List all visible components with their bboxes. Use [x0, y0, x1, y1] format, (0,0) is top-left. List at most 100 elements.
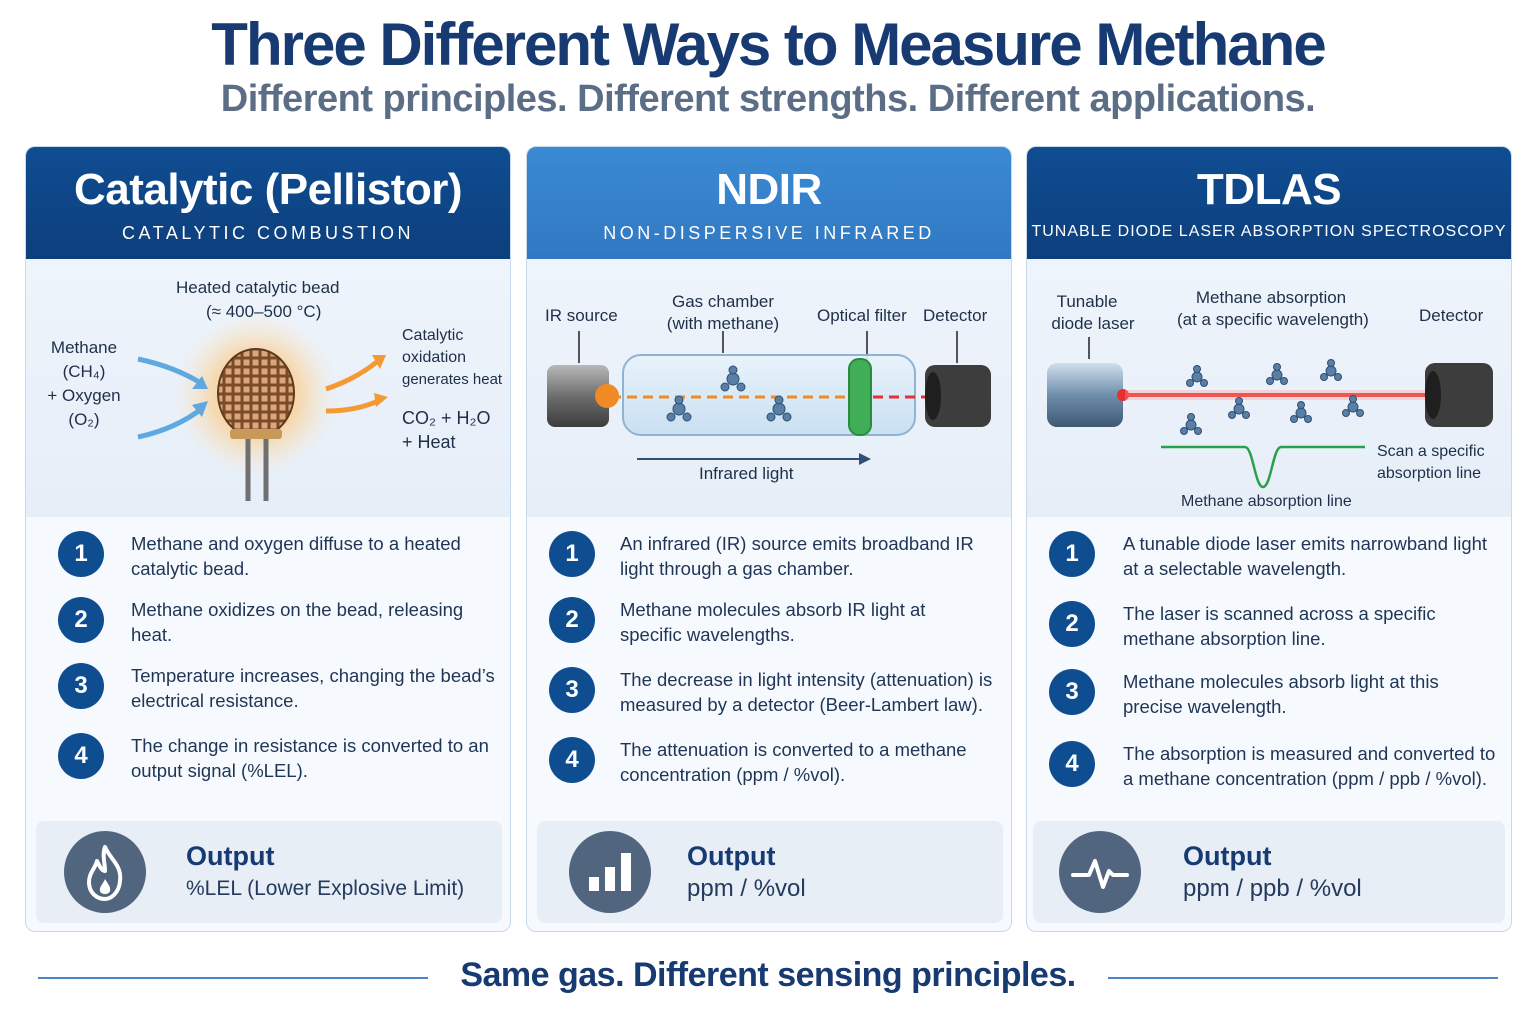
footer-divider-right — [1108, 977, 1498, 979]
step-number: 1 — [549, 531, 595, 577]
filter-label: Optical filter — [817, 306, 907, 325]
step-item: 3 Methane molecules absorb light at this… — [1027, 663, 1511, 723]
bead-temp-label: (≈ 400–500 °C) — [206, 302, 322, 321]
step-text: The decrease in light intensity (attenua… — [620, 669, 993, 715]
methane-molecules — [666, 365, 792, 422]
step-text: The laser is scanned across a specific m… — [1123, 603, 1436, 649]
output-arrow-bottom — [325, 398, 380, 414]
tdlas-illustration — [1047, 337, 1493, 489]
bead-label: Heated catalytic bead — [176, 278, 340, 297]
output-box: Output ppm / ppb / %vol — [1033, 821, 1505, 923]
panel-tdlas: TDLAS TUNABLE DIODE LASER ABSORPTION SPE… — [1026, 146, 1512, 932]
panel-subtitle: CATALYTIC COMBUSTION — [121, 223, 414, 243]
flame-icon — [64, 831, 146, 913]
step-text: A tunable diode laser emits narrowband l… — [1123, 533, 1488, 579]
step-text: Temperature increases, changing the bead… — [131, 665, 495, 711]
step-item: 1 Methane and oxygen diffuse to a heated… — [26, 525, 510, 585]
step-number: 2 — [58, 597, 104, 643]
step-text: The change in resistance is converted to… — [131, 735, 489, 781]
step-number: 1 — [1049, 531, 1095, 577]
step-item: 1 An infrared (IR) source emits broadban… — [527, 525, 1011, 585]
step-number: 1 — [58, 531, 104, 577]
step-text: An infrared (IR) source emits broadband … — [620, 533, 974, 579]
catalytic-illustration — [137, 312, 388, 501]
panel-catalytic: Catalytic (Pellistor) CATALYTIC COMBUSTI… — [25, 146, 511, 932]
output-box: Output %LEL (Lower Explosive Limit) — [36, 821, 502, 923]
step-item: 2 The laser is scanned across a specific… — [1027, 595, 1511, 655]
step-item: 2 Methane oxidizes on the bead, releasin… — [26, 591, 510, 651]
step-number: 4 — [58, 733, 104, 779]
output-value: %LEL (Lower Explosive Limit) — [186, 877, 465, 900]
detector-label: Detector — [1419, 306, 1484, 325]
step-item: 4 The change in resistance is converted … — [26, 727, 510, 787]
oxidation-label-2: oxidation — [402, 349, 467, 366]
step-text: The attenuation is converted to a methan… — [620, 739, 967, 785]
output-box: Output ppm / %vol — [537, 821, 1003, 923]
step-item: 1 A tunable diode laser emits narrowband… — [1027, 525, 1511, 585]
catalytic-bead — [217, 348, 295, 438]
step-number: 3 — [1049, 669, 1095, 715]
step-number: 4 — [549, 737, 595, 783]
detector-label: Detector — [923, 306, 988, 325]
catalytic-diagram: Heated catalytic bead (≈ 400–500 °C) Met… — [26, 259, 510, 517]
output-value: ppm / %vol — [687, 875, 806, 902]
absorption-label-1: Methane absorption — [1195, 288, 1347, 307]
absorption-line-curve — [1161, 445, 1365, 489]
step-number: 2 — [1049, 601, 1095, 647]
ndir-illustration — [547, 331, 991, 465]
absorption-line-label: Methane absorption line — [1181, 493, 1352, 510]
panel-header: Catalytic (Pellistor) CATALYTIC COMBUSTI… — [26, 147, 510, 259]
panel-title: Catalytic (Pellistor) — [73, 165, 463, 214]
step-text: Methane and oxygen diffuse to a heated c… — [131, 533, 461, 579]
step-number: 3 — [549, 667, 595, 713]
tunable-laser — [1047, 363, 1123, 427]
step-text: Methane molecules absorb light at this p… — [1123, 671, 1439, 717]
ir-source — [547, 365, 609, 427]
page-subtitle: Different principles. Different strength… — [220, 78, 1316, 120]
footer-divider-left — [38, 977, 428, 979]
chamber-label-1: Gas chamber — [671, 292, 775, 311]
footer-tagline: Same gas. Different sensing principles. — [460, 956, 1076, 994]
bead-base — [230, 429, 282, 439]
ndir-detector — [925, 365, 991, 427]
panel-header: NDIR NON-DISPERSIVE INFRARED — [527, 147, 1011, 259]
light-label: Infrared light — [699, 464, 794, 483]
products-label-1: CO₂ + H₂O — [402, 408, 491, 428]
pulse-icon — [1059, 831, 1141, 913]
input-label-ch4: (CH₄) — [62, 362, 106, 381]
input-label-oxygen: + Oxygen — [47, 386, 121, 405]
oxidation-label-1: Catalytic — [402, 327, 464, 344]
ndir-diagram: IR source Gas chamber (with methane) Opt… — [527, 259, 1011, 517]
panel-title: NDIR — [716, 165, 822, 214]
panel-subtitle: TUNABLE DIODE LASER ABSORPTION SPECTROSC… — [1031, 223, 1507, 240]
step-item: 2 Methane molecules absorb IR light at s… — [527, 591, 1011, 651]
output-arrow-top — [325, 359, 380, 392]
optical-filter — [848, 358, 872, 436]
input-label-o2: (O₂) — [68, 410, 100, 429]
panel-ndir: NDIR NON-DISPERSIVE INFRARED — [526, 146, 1012, 932]
step-text: Methane molecules absorb IR light at spe… — [620, 599, 926, 645]
panel-subtitle: NON-DISPERSIVE INFRARED — [603, 223, 935, 243]
output-value: ppm / ppb / %vol — [1183, 875, 1362, 902]
tdlas-diagram: Tunable diode laser Methane absorption (… — [1027, 259, 1511, 517]
step-item: 4 The absorption is measured and convert… — [1027, 735, 1511, 795]
output-label: Output — [687, 841, 776, 871]
absorption-label-2: (at a specific wavelength) — [1177, 310, 1369, 329]
scan-label-2: absorption line — [1377, 465, 1482, 482]
step-number: 2 — [549, 597, 595, 643]
step-item: 3 The decrease in light intensity (atten… — [527, 661, 1011, 721]
panel-title: TDLAS — [1196, 165, 1342, 214]
output-label: Output — [1183, 841, 1272, 871]
source-label: IR source — [545, 306, 618, 325]
output-label: Output — [186, 841, 275, 871]
chamber-label-2: (with methane) — [666, 314, 780, 333]
tdlas-detector — [1425, 363, 1493, 427]
step-number: 4 — [1049, 741, 1095, 787]
methane-molecules — [1180, 359, 1364, 435]
panel-header: TDLAS TUNABLE DIODE LASER ABSORPTION SPE… — [1027, 147, 1511, 259]
products-label-2: + Heat — [402, 432, 456, 452]
input-label-methane: Methane — [50, 338, 118, 357]
oxidation-label-3: generates heat — [402, 371, 503, 388]
scan-label-1: Scan a specific — [1377, 443, 1485, 460]
bar-chart-icon — [569, 831, 651, 913]
